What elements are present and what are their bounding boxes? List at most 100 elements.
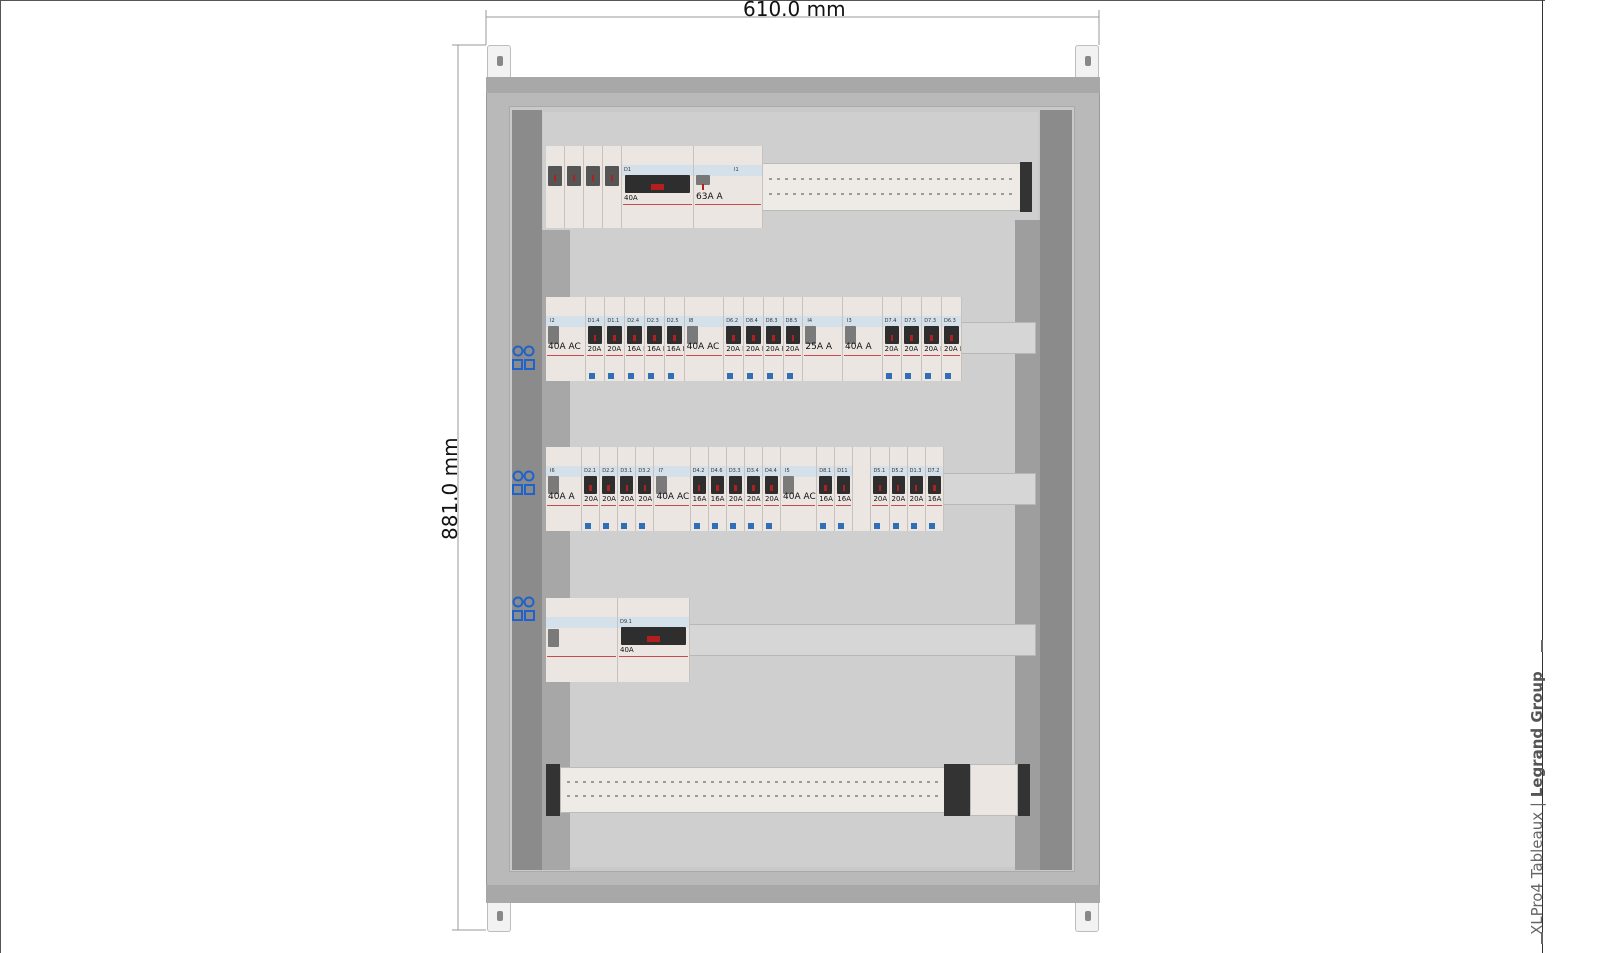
- frame-border-top: [0, 0, 1545, 1]
- module-rating: 20A I: [764, 495, 780, 503]
- terminal-block-bottom-light: [970, 764, 1018, 816]
- module-rating: 40A A: [548, 492, 575, 502]
- rcd-row-4[interactable]: [546, 598, 618, 682]
- brand-block: XLPro4 Tableaux | Legrand Group: [1528, 655, 1558, 935]
- module-label: D11: [837, 468, 848, 474]
- terminal-icon: [693, 523, 700, 529]
- terminal-icon: [648, 373, 654, 379]
- breaker-D1[interactable]: D1 40A: [622, 146, 694, 228]
- isolator-rating: 63A A: [696, 192, 723, 202]
- row-marker-icon-3: [512, 470, 536, 499]
- module-label: D8.5: [785, 318, 798, 324]
- surge-protector-4[interactable]: [603, 146, 622, 228]
- surge-protector-3[interactable]: [584, 146, 603, 228]
- module-rating: 16A I: [710, 495, 726, 503]
- surge-protector-2[interactable]: [565, 146, 584, 228]
- terminal-block-bottom: [944, 764, 970, 816]
- isolator-label: I1: [734, 167, 739, 173]
- module-label: D3.3: [728, 468, 741, 474]
- module-rating: 20A I: [785, 345, 804, 353]
- rcd-I8[interactable]: I8 40A AC: [684, 297, 725, 381]
- module-rating: 20A I: [904, 345, 923, 353]
- module-label: D7.3: [924, 318, 937, 324]
- rcd-I6[interactable]: I6 40A A: [546, 447, 583, 531]
- module-rating: 20A I: [728, 495, 744, 503]
- module-label: D8.3: [765, 318, 778, 324]
- terminal-icon: [925, 373, 932, 379]
- module-rating: 16A I: [666, 345, 685, 353]
- module-label: D8.4: [746, 318, 758, 324]
- terminal-icon: [727, 373, 734, 379]
- breaker-D9-1[interactable]: D9.1 40A: [618, 598, 690, 682]
- module-label: I2: [550, 318, 555, 324]
- breaker-D2.4[interactable]: D2.4 16A I: [625, 297, 645, 381]
- module-rating: 20A I: [873, 495, 888, 503]
- breaker-D8.5[interactable]: D8.5 20A I: [783, 297, 804, 381]
- module-label: D1.1: [607, 318, 620, 324]
- frame-border-left: [0, 0, 1, 953]
- din-rail-row-4: [688, 624, 1036, 656]
- width-dimension-label: 610.0 mm: [743, 0, 846, 21]
- module-label: D3.2: [638, 468, 651, 474]
- module-label: D3.4: [746, 468, 759, 474]
- brand-company: Legrand Group: [1528, 671, 1546, 798]
- module-rating: 16A I: [692, 495, 708, 503]
- module-label: D3.1: [620, 468, 633, 474]
- module-label: D5.2: [891, 468, 904, 474]
- module-label: I8: [688, 318, 694, 324]
- terminal-icon: [628, 373, 635, 379]
- breaker-D3.3[interactable]: D3.3 20A I: [726, 447, 745, 531]
- mounting-tab-top-left: [487, 45, 511, 79]
- module-rating: 25A A: [805, 342, 833, 352]
- module-label: D7.4: [884, 318, 897, 324]
- module-label: I6: [550, 468, 555, 474]
- breaker-rating: 40A: [620, 646, 634, 654]
- module-rating: 40A AC: [686, 342, 720, 352]
- surge-protector-1[interactable]: [546, 146, 565, 228]
- breaker-label: D9.1: [620, 619, 632, 625]
- module-label: I7: [658, 468, 664, 474]
- module-label: D2.2: [602, 468, 615, 474]
- module-rating: 20A I: [884, 345, 903, 353]
- isolator-I1[interactable]: I1 63A A: [694, 146, 763, 228]
- module-label: D2.4: [627, 318, 640, 324]
- mounting-tab-top-right: [1075, 45, 1099, 79]
- module-rating: 20A I: [909, 495, 925, 503]
- terminal-comb-bottom: [560, 767, 946, 813]
- terminal-icon: [621, 523, 628, 529]
- terminal-icon: [892, 523, 899, 529]
- breaker-D7.4[interactable]: D7.4 20A I: [882, 297, 903, 381]
- module-rating: 16A I: [627, 345, 645, 353]
- mounting-tab-bottom-left: [487, 900, 511, 932]
